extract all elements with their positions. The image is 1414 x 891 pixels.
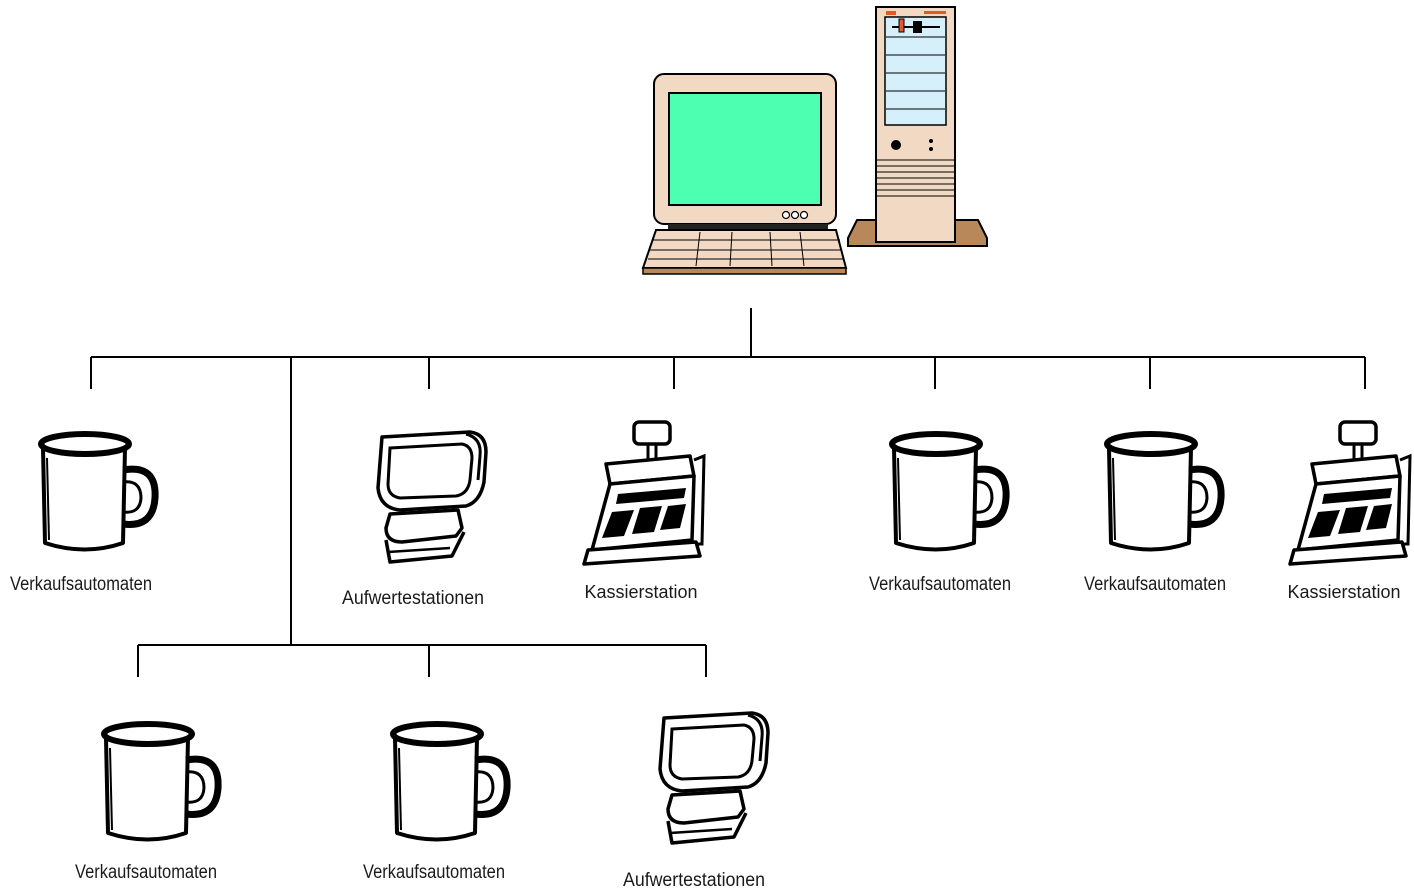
node-label: Kassierstation	[584, 582, 697, 602]
node-verkaufsautomaten-3: Verkaufsautomaten	[1084, 434, 1226, 595]
sub-node-verkaufsautomaten-1: Verkaufsautomaten	[75, 724, 218, 883]
mug-icon	[1107, 434, 1221, 550]
node-label: Verkaufsautomaten	[363, 862, 505, 883]
terminal-icon	[376, 430, 488, 564]
node-kassierstation-2: Kassierstation	[1287, 420, 1412, 602]
node-label: Kassierstation	[1287, 582, 1400, 602]
cash-register-icon	[582, 420, 706, 566]
cash-register-icon	[1288, 420, 1412, 566]
mug-icon	[104, 724, 218, 840]
connection-lines	[90, 308, 1366, 677]
node-label: Aufwertestationen	[342, 588, 484, 609]
node-label: Verkaufsautomaten	[75, 862, 217, 883]
node-label: Verkaufsautomaten	[1084, 574, 1226, 595]
node-label: Verkaufsautomaten	[10, 574, 152, 595]
node-verkaufsautomaten-2: Verkaufsautomaten	[869, 434, 1011, 595]
sub-node-verkaufsautomaten-2: Verkaufsautomaten	[363, 724, 507, 883]
node-label: Aufwertestationen	[623, 870, 765, 891]
desktop-computer-icon	[641, 6, 988, 275]
mug-icon	[41, 434, 155, 550]
node-label: Verkaufsautomaten	[869, 574, 1011, 595]
node-verkaufsautomaten-1: Verkaufsautomaten	[10, 434, 155, 595]
mug-icon	[393, 724, 507, 840]
mug-icon	[892, 434, 1006, 550]
node-kassierstation-1: Kassierstation	[582, 420, 706, 602]
sub-node-aufwertestationen: Aufwertestationen	[623, 711, 770, 891]
node-aufwertestationen-1: Aufwertestationen	[342, 430, 488, 609]
terminal-icon	[658, 711, 770, 845]
